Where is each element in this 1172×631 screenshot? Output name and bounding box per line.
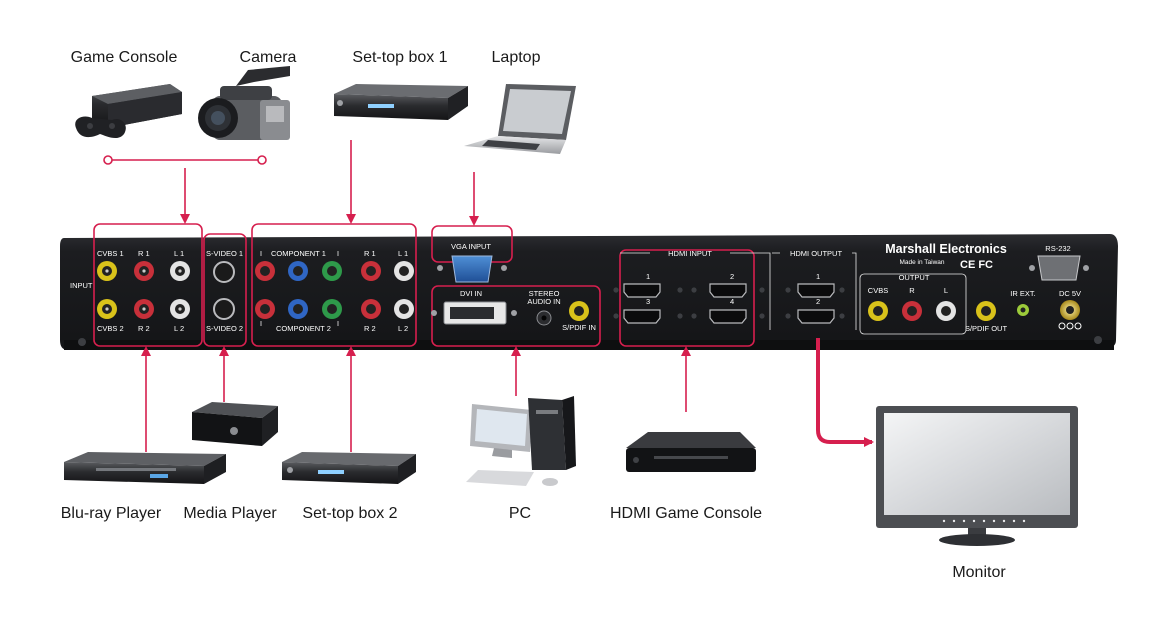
svideo2-label: S-VIDEO 2 (206, 324, 243, 333)
comp1-l-jack (394, 261, 414, 281)
out-l-label: L (944, 286, 948, 295)
l2-left-label: L 2 (174, 324, 184, 333)
cvbs1-label: CVBS 1 (97, 249, 124, 258)
hdmi-output-label: HDMI OUTPUT (790, 249, 842, 258)
l1-right-label: L 1 (398, 249, 408, 258)
monitor-label: Monitor (952, 564, 1006, 581)
monitor-device (876, 406, 1078, 546)
component1-label: COMPONENT 1 (271, 249, 326, 258)
out-l-jack (936, 301, 956, 321)
comp2-l-jack (394, 299, 414, 319)
rear-panel (60, 234, 1118, 350)
vga-port (437, 255, 507, 283)
l2-right-label: L 2 (398, 324, 408, 333)
settop-box-1-device (334, 84, 468, 120)
certification-marks: CE FC (960, 259, 993, 271)
camera-device (198, 66, 290, 140)
comp1-pr-jack (322, 261, 342, 281)
laptop-device (464, 84, 576, 154)
bluray-player-label: Blu-ray Player (61, 505, 162, 522)
hdmi-in-4-label: 4 (730, 297, 734, 306)
settop-box-1-label: Set-top box 1 (352, 49, 447, 66)
spdif-in-label: S/PDIF IN (562, 323, 596, 332)
game-console-device (75, 84, 182, 139)
stereo-audio-jack (536, 310, 552, 326)
ir-ext-label: IR EXT. (1010, 289, 1035, 298)
stereo-label: STEREO (529, 289, 560, 298)
settop-box-2-device (282, 452, 416, 484)
hdmi-out-2-label: 2 (816, 297, 820, 306)
cvbs2-jack (97, 299, 117, 319)
input-label: INPUT (70, 281, 93, 290)
rca-connectors (97, 261, 1029, 326)
spdif-out-label: S/PDIF OUT (965, 324, 1008, 333)
r2-left-label: R 2 (138, 324, 150, 333)
comp2-pb-jack (288, 299, 308, 319)
panel-screws (613, 287, 845, 319)
comp2-pr-jack (322, 299, 342, 319)
out-cvbs-jack (868, 301, 888, 321)
hdmi-in-1-label: 1 (646, 272, 650, 281)
pc-device (466, 396, 576, 486)
r2-right-label: R 2 (364, 324, 376, 333)
spdif-in-jack (569, 301, 589, 321)
hdmi-in-3-label: 3 (646, 297, 650, 306)
panel-section-lines (260, 251, 967, 335)
arrow-hdmi-to-monitor (816, 338, 874, 447)
media-player-device (192, 402, 278, 446)
hdmi-in-2-label: 2 (730, 272, 734, 281)
media-player-label: Media Player (183, 505, 277, 522)
camera-label: Camera (240, 49, 297, 66)
svideo1-label: S-VIDEO 1 (206, 249, 243, 258)
game-console-label: Game Console (71, 49, 178, 66)
settop-box-2-label: Set-top box 2 (302, 505, 397, 522)
comp1-pb-jack (288, 261, 308, 281)
hdmi-input-label: HDMI INPUT (668, 249, 712, 258)
l1-left-label: L 1 (174, 249, 184, 258)
pc-label: PC (509, 505, 531, 522)
cvbs2-label: CVBS 2 (97, 324, 124, 333)
hdmi-ports (623, 283, 835, 324)
dvi-port (431, 301, 517, 325)
rs232-port (1029, 255, 1089, 281)
r1-right-label: R 1 (364, 249, 376, 258)
dc5v-label: DC 5V (1059, 289, 1081, 298)
out-r-label: R (909, 286, 915, 295)
bluray-player-device (64, 452, 226, 484)
comp2-y-jack (255, 299, 275, 319)
output-label: OUTPUT (899, 273, 930, 282)
brand-name: Marshall Electronics (885, 242, 1007, 256)
hdmi-game-console-device (626, 432, 756, 472)
ir-ext-jack (1017, 304, 1029, 316)
r1-jack (134, 261, 154, 281)
connection-lines (103, 140, 874, 452)
comp1-y-jack (255, 261, 275, 281)
component2-label: COMPONENT 2 (276, 324, 331, 333)
cvbs1-jack (97, 261, 117, 281)
l2-jack (170, 299, 190, 319)
laptop-label: Laptop (492, 49, 541, 66)
hdmi-out-1-label: 1 (816, 272, 820, 281)
comp1-r-jack (361, 261, 381, 281)
svideo-connectors (213, 261, 235, 320)
spdif-out-jack (976, 301, 996, 321)
comp2-r-jack (361, 299, 381, 319)
made-in-label: Made in Taiwan (899, 259, 944, 266)
audio-in-label: AUDIO IN (527, 297, 560, 306)
r2-jack (134, 299, 154, 319)
rs232-label: RS-232 (1045, 244, 1070, 253)
dc-power-jack (1058, 300, 1082, 330)
out-cvbs-label: CVBS (868, 286, 888, 295)
hdmi-game-console-label: HDMI Game Console (610, 505, 762, 522)
r1-left-label: R 1 (138, 249, 150, 258)
vga-input-label: VGA INPUT (451, 242, 491, 251)
out-r-jack (902, 301, 922, 321)
l1-jack (170, 261, 190, 281)
dvi-in-label: DVI IN (460, 289, 482, 298)
